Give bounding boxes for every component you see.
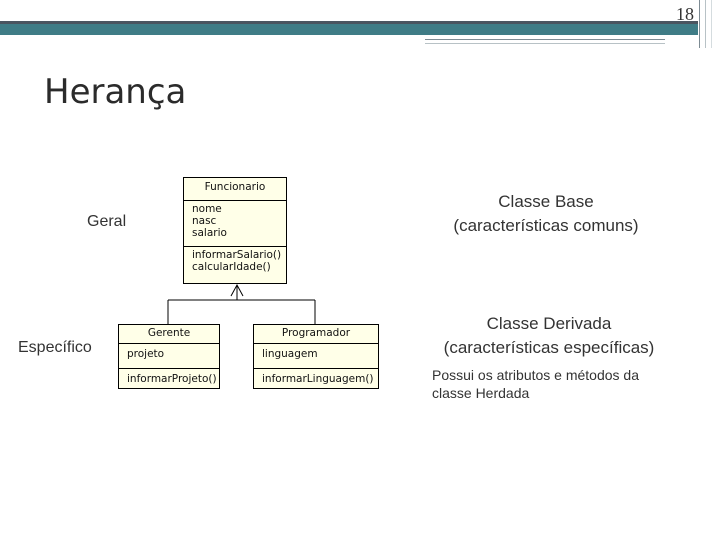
class-name: Funcionario	[204, 181, 266, 193]
method: informarLinguagem()	[262, 373, 374, 385]
base-class-subtitle: (características comuns)	[453, 216, 639, 235]
class-name: Programador	[281, 327, 351, 339]
header-vertical-rule-light	[705, 0, 706, 48]
derived-class-subtitle: (características específicas)	[443, 338, 655, 357]
attribute: salario	[192, 227, 227, 239]
derived-class-heading: Classe Derivada	[486, 314, 612, 333]
method: informarSalario()	[192, 249, 282, 261]
attribute: linguagem	[262, 348, 318, 360]
header-rule	[425, 39, 665, 40]
method: informarProjeto()	[127, 373, 217, 385]
class-attributes: linguagem	[254, 343, 378, 368]
class-methods: informarProjeto()	[119, 368, 219, 387]
class-methods: informarSalario() calcularIdade()	[184, 246, 286, 275]
derived-class-description: Classe Derivada (características específ…	[415, 312, 683, 360]
header-accent-bar	[0, 24, 698, 35]
attribute: nasc	[192, 215, 217, 227]
page-number: 18	[676, 4, 694, 24]
note-line: classe Herdada	[432, 385, 530, 401]
label-general: Geral	[87, 213, 127, 230]
class-name: Gerente	[147, 327, 191, 339]
class-funcionario: Funcionario nome nasc salario informarSa…	[183, 177, 287, 284]
attribute: nome	[192, 203, 222, 215]
header-rule-light	[425, 43, 665, 44]
attribute: projeto	[127, 348, 165, 360]
slide-title: Herança	[44, 72, 187, 112]
class-attributes: projeto	[119, 343, 219, 368]
class-attributes: nome nasc salario	[184, 200, 286, 246]
base-class-description: Classe Base (características comuns)	[420, 190, 672, 238]
method: calcularIdade()	[192, 261, 271, 273]
class-programador: Programador linguagem informarLinguagem(…	[253, 324, 379, 389]
base-class-heading: Classe Base	[498, 192, 594, 211]
header-vertical-rule	[699, 0, 700, 48]
label-specific: Específico	[18, 339, 92, 356]
header-vertical-rule-lighter	[711, 0, 712, 48]
note-line: Possui os atributos e métodos da	[432, 367, 640, 383]
class-gerente: Gerente projeto informarProjeto()	[118, 324, 220, 389]
class-methods: informarLinguagem()	[254, 368, 378, 387]
inheritance-note: Possui os atributos e métodos da classe …	[432, 366, 692, 402]
